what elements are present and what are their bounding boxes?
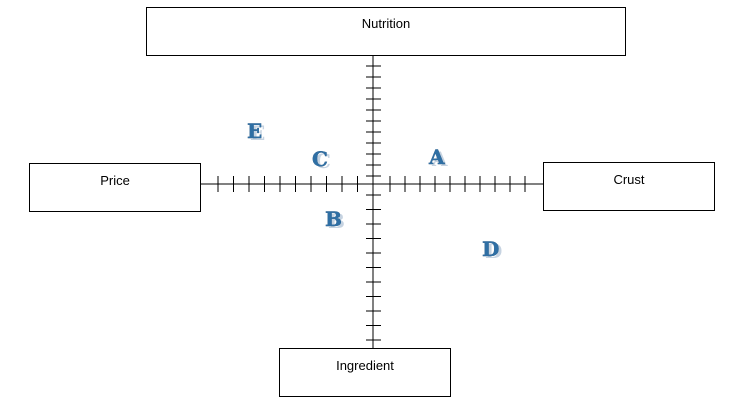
point-a-label: A [428,145,445,169]
point-c: C C [312,147,331,173]
point-d-shadow: D [485,239,502,263]
point-e-shadow: E [250,121,265,145]
point-c-shadow: C [315,149,331,173]
point-a-shadow: A [431,147,448,171]
price-box: Price [29,163,201,212]
crust-label: Crust [613,172,645,187]
ingredient-box: Ingredient [279,348,451,397]
nutrition-label: Nutrition [361,16,411,31]
axis-ticks [217,65,526,341]
crust-box: Crust [543,162,715,211]
point-d-label: D [482,237,499,261]
point-e-label: E [247,119,262,143]
point-d: D D [482,237,503,263]
price-label: Price [100,173,130,188]
point-b-shadow: B [328,209,345,233]
nutrition-box: Nutrition [146,7,626,56]
point-a: A A [428,145,448,171]
point-b: B B [325,207,345,233]
point-b-label: B [325,207,342,231]
point-e: E E [247,119,265,145]
point-c-label: C [312,147,328,171]
ingredient-label: Ingredient [336,358,394,373]
